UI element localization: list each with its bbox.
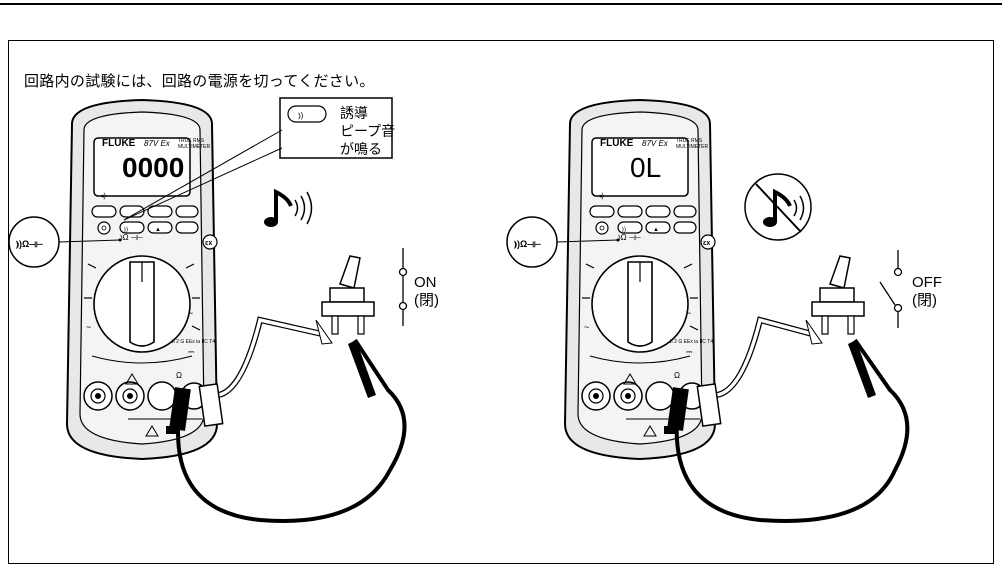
jack-label-right: Ω (674, 371, 680, 380)
continuity-button-icon: ⦆) (124, 226, 128, 233)
svg-text:⦆): ⦆) (298, 111, 304, 120)
beep-note-icon (264, 188, 313, 227)
header-rule (0, 3, 1002, 5)
svg-text:εx: εx (205, 240, 212, 247)
model-sub1-right: TRUE RMS (676, 138, 703, 144)
switch-schematic-open (879, 250, 903, 328)
left-panel: FLUKE 87V Ex TRUE RMS MULTIMETER 0000 ◂)… (8, 97, 439, 523)
model-sub2-right: MULTIMETER (676, 144, 709, 150)
svg-text:⦆): ⦆) (622, 226, 626, 233)
switch-state-left: ON (414, 274, 437, 291)
instruction-text: 回路内の試験には、回路の電源を切ってください。 (24, 72, 375, 90)
svg-text:εx: εx (703, 240, 710, 247)
jack-label-left: Ω (176, 371, 182, 380)
ex-certification-icon (202, 234, 218, 250)
model-label-left: 87V Ex (144, 139, 171, 148)
model-sub1-left: TRUE RMS (178, 138, 205, 144)
brand-label-right: FLUKE (600, 138, 634, 149)
callout-line-3: が鳴る (340, 141, 382, 157)
model-label-right: 87V Ex (642, 139, 669, 148)
display-reading-left: 0000 (122, 152, 184, 183)
beep-indicator-icon: ◂) (100, 193, 106, 200)
switch-sub-right: (閉) (912, 292, 937, 309)
switch-schematic-closed (398, 248, 408, 326)
hazloc-mark-right: II 2 G EEx ia IIC T4 (670, 339, 713, 345)
dial-symbols-left: ⦆Ω ⊣⊢ (120, 233, 143, 242)
display-reading-right: 0L (630, 152, 661, 183)
right-panel: FLUKE 87V Ex TRUE RMS MULTIMETER 0L ◂) ⦆… (506, 99, 942, 523)
svg-text:⦆)Ω⊣⊢: ⦆)Ω⊣⊢ (16, 239, 43, 250)
callout-line-2: ピープ音 (340, 123, 395, 139)
svg-text:▲: ▲ (653, 227, 659, 233)
ex-certification-icon-right (700, 234, 716, 250)
svg-text:⦆)Ω⊣⊢: ⦆)Ω⊣⊢ (514, 239, 541, 250)
toggle-switch-left (321, 255, 375, 335)
warning-button-icon: ▲ (155, 227, 161, 233)
brand-label-left: FLUKE (102, 138, 136, 149)
hazloc-mark-left: II 2 G EEx ia IIC T4 (172, 339, 215, 345)
svg-text:◂): ◂) (598, 193, 604, 200)
test-leads-left (169, 316, 407, 523)
continuity-button-callout-icon (287, 105, 327, 123)
test-leads-right (667, 316, 910, 523)
toggle-switch-right (811, 255, 865, 335)
switch-state-right: OFF (912, 274, 942, 291)
callout-box (279, 97, 393, 159)
model-sub2-left: MULTIMETER (178, 144, 211, 150)
switch-sub-left: (閉) (414, 292, 439, 309)
beep-muted-icon (744, 173, 812, 241)
figure-frame (8, 40, 994, 564)
dial-symbols-right: ⦆Ω ⊣⊢ (618, 233, 641, 242)
callout-line-1: 誘導 (340, 105, 368, 121)
